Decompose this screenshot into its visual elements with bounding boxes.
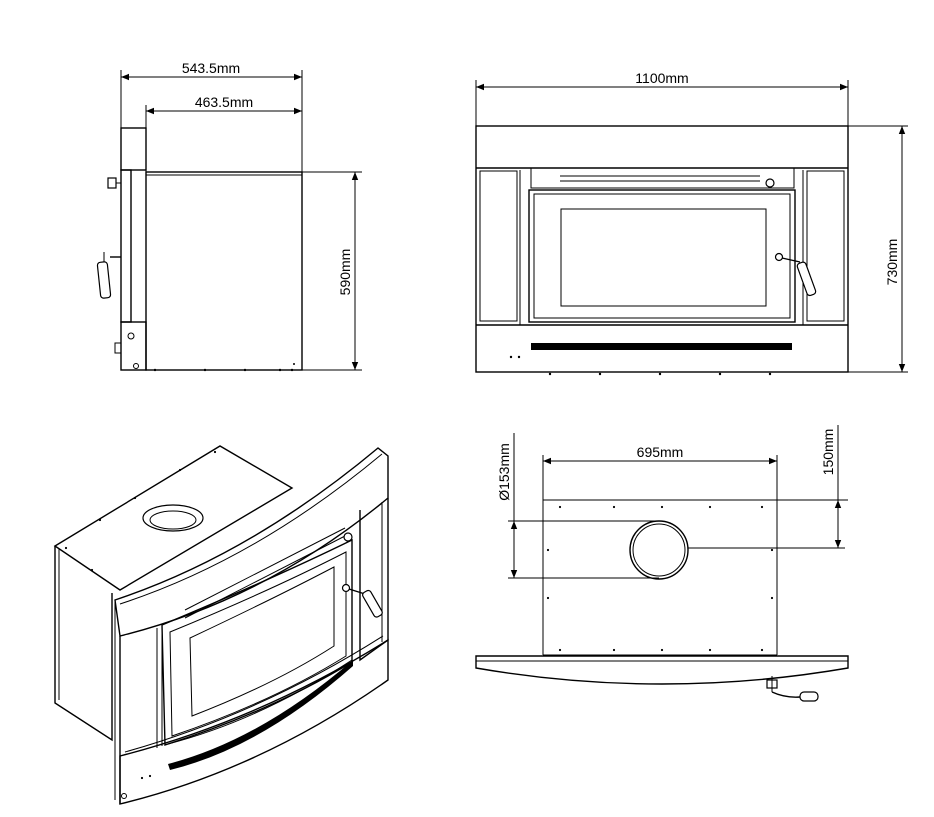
iso-handle-icon <box>362 589 383 618</box>
dimension-label-side-depth: 543.5mm <box>182 60 240 76</box>
air-control-knob-icon <box>765 178 775 188</box>
side-body <box>145 171 303 371</box>
side-view: 543.5mm 463.5mm 590mm <box>96 60 362 372</box>
iso-fascia-bottom <box>119 638 389 805</box>
front-view: 1100mm 730mm <box>475 70 908 376</box>
dimension-label-front-height: 730mm <box>884 239 900 286</box>
front-ash-slot <box>531 343 792 350</box>
side-fascia-bottom <box>120 321 147 371</box>
front-glass <box>560 208 767 307</box>
dimension-label-flue-diameter: Ø153mm <box>496 443 512 501</box>
top-fascia <box>475 655 849 685</box>
dimension-label-flue-setback: 150mm <box>820 429 836 476</box>
dimension-label-body-depth: 463.5mm <box>195 94 253 110</box>
iso-body-side <box>54 546 113 742</box>
dimension-label-side-height: 590mm <box>337 249 353 296</box>
dimension-label-front-width: 1100mm <box>635 70 688 86</box>
side-knob <box>107 177 117 189</box>
front-outer-frame <box>475 125 849 373</box>
front-door <box>528 189 796 323</box>
front-handle-icon <box>796 261 817 297</box>
iso-glass <box>189 566 335 717</box>
side-handle-icon <box>96 261 112 299</box>
iso-flue-collar <box>142 504 204 532</box>
side-fascia-middle <box>120 169 132 323</box>
dimension-label-flue-offset: 695mm <box>637 444 684 460</box>
side-fascia-top <box>120 127 147 171</box>
iso-ash-slot <box>168 660 353 770</box>
top-view: 695mm Ø153mm 150mm <box>475 425 849 702</box>
top-handle-icon <box>799 691 819 702</box>
isometric-view <box>53 445 389 805</box>
top-flue-outlet <box>629 520 689 580</box>
iso-body-top <box>53 445 294 591</box>
